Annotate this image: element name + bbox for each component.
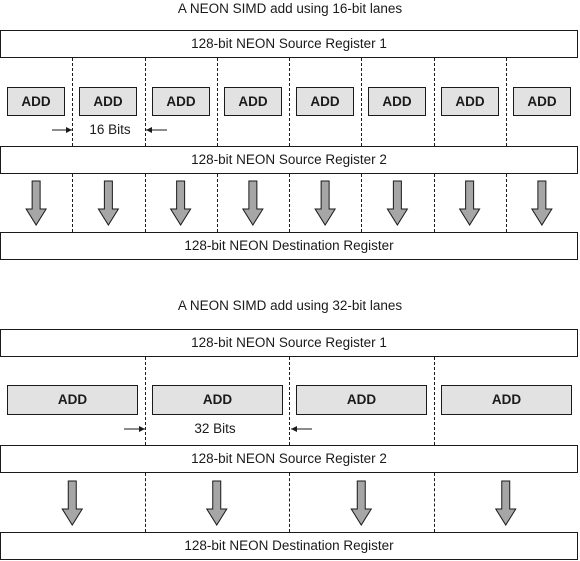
diagram_32-lane-divider [289,473,290,532]
diagram_16-lane-divider [217,174,218,232]
diagram_16-down-arrow [386,180,409,226]
diagram_16-lane-divider [217,58,218,146]
diagram_16-down-arrow [169,180,192,226]
diagram_16-lane-divider [434,58,435,146]
diagram_32-down-arrow [494,480,517,526]
diagram_16-add-box: ADD [441,87,499,116]
diagram_32-lane-start-pointer [124,426,145,432]
diagram_16-down-arrow [530,180,553,226]
diagram_32-lane-divider [145,473,146,532]
diagram_32-down-arrow [61,480,84,526]
d16-source-register-2: 128-bit NEON Source Register 2 [0,146,578,174]
diagram_16-lane-divider [361,58,362,146]
d32-destination-register: 128-bit NEON Destination Register [0,532,578,560]
diagram_32-down-arrow [350,480,373,526]
diagram_16-lane-divider [145,174,146,232]
diagram_16-add-box: ADD [368,87,426,116]
diagram_16-add-box: ADD [7,87,65,116]
d16-destination-register: 128-bit NEON Destination Register [0,232,578,260]
diagram_16-lane-divider [434,174,435,232]
diagram_16-down-arrow [97,180,120,226]
diagram_32-add-box: ADD [152,385,283,415]
diagram_16-lane-divider [506,58,507,146]
diagram_16-down-arrow [241,180,264,226]
diagram_32-lane-divider [434,357,435,445]
diagram_32-lane-divider [289,357,290,445]
diagram_16-down-arrow [314,180,337,226]
diagram_16-down-arrow [25,180,48,226]
diagram_16-lane-divider [145,58,146,146]
d32-source-register-1: 128-bit NEON Source Register 1 [0,329,578,357]
diagram_32-add-box: ADD [296,385,427,415]
diagram_32-lane-divider [145,357,146,445]
diagram_16-add-box: ADD [79,87,137,116]
diagram-16-title: A NEON SIMD add using 16-bit lanes [177,1,403,16]
d16-lane-width-label: 16 Bits [89,122,131,137]
diagram_16-lane-end-pointer [146,127,167,133]
diagram_16-lane-divider [289,174,290,232]
d32-source-register-2: 128-bit NEON Source Register 2 [0,445,578,473]
diagram_16-add-box: ADD [152,87,210,116]
diagram_32-lane-end-pointer [291,426,312,432]
diagram_16-add-box: ADD [296,87,354,116]
diagram_16-add-box: ADD [224,87,282,116]
diagram_32-add-box: ADD [7,385,138,415]
diagram_16-lane-divider [72,174,73,232]
d32-lane-width-label: 32 Bits [194,421,236,436]
diagram_16-add-box: ADD [513,87,571,116]
diagram_16-lane-divider [289,58,290,146]
diagram_16-lane-divider [361,174,362,232]
diagram_32-add-box: ADD [441,385,572,415]
diagram_16-lane-divider [72,58,73,146]
diagram_32-down-arrow [205,480,228,526]
diagram-32-title: A NEON SIMD add using 32-bit lanes [177,298,403,313]
diagram_32-lane-divider [434,473,435,532]
diagram_16-down-arrow [458,180,481,226]
diagram_16-lane-start-pointer [52,127,72,133]
d16-source-register-1: 128-bit NEON Source Register 1 [0,30,578,58]
diagram_16-lane-divider [506,174,507,232]
